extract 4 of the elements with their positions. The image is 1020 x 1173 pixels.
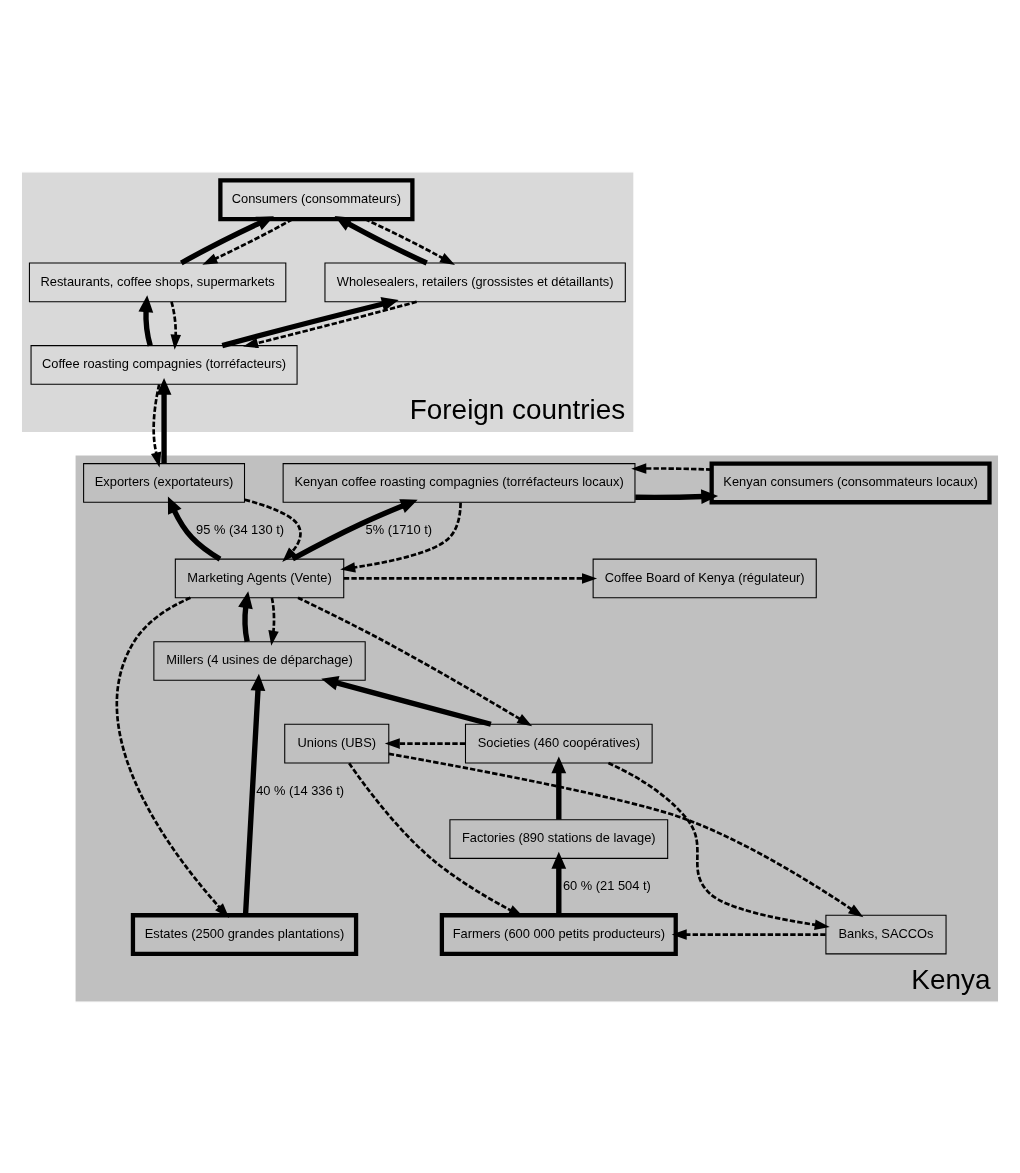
edge-label: 40 % (14 336 t) <box>256 782 345 798</box>
edge-label: 5% (1710 t) <box>365 521 433 537</box>
edge-label: 95 % (34 130 t) <box>196 521 284 537</box>
edge-label: 60 % (21 504 t) <box>562 877 651 893</box>
